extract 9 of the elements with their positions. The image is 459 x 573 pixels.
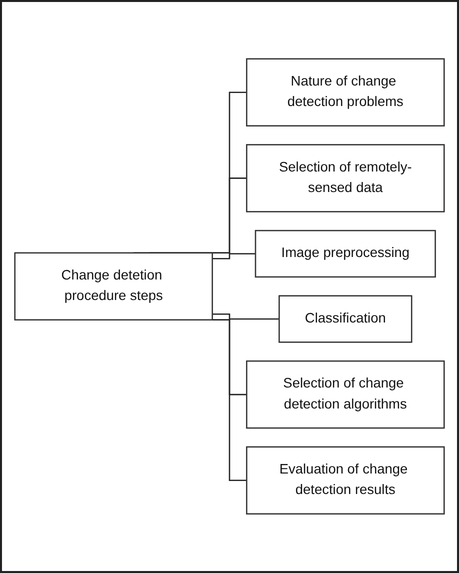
node-box: Evaluation of change detection results	[246, 446, 445, 515]
node-box: Selection of change detection algorithms	[246, 360, 445, 429]
node-box: Selection of remotely-sensed data	[246, 144, 445, 212]
node-box: Classification	[278, 295, 412, 343]
node-box: Nature of change detection problems	[246, 58, 445, 127]
connector	[212, 253, 256, 260]
connector	[212, 314, 280, 320]
node-box: Change detetion procedure steps	[14, 252, 213, 321]
node-box: Image preprocessing	[254, 230, 436, 278]
